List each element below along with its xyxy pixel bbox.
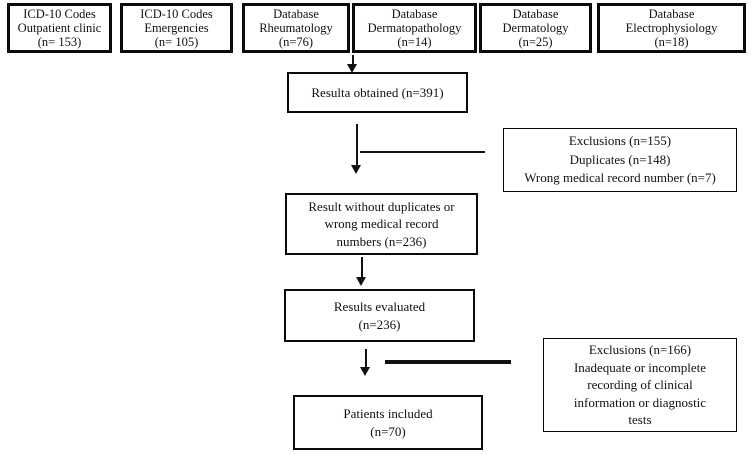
patients-included-box: Patients included (n=70) bbox=[293, 395, 483, 450]
down-arrowhead-icon bbox=[356, 277, 366, 286]
branch-line-to-exclusions-2 bbox=[385, 360, 511, 364]
branch-line-to-exclusions-1 bbox=[360, 151, 485, 153]
down-arrowhead-icon bbox=[347, 64, 357, 73]
source-box-outpatient: ICD-10 Codes Outpatient clinic (n= 153) bbox=[7, 3, 112, 53]
down-arrowhead-icon bbox=[351, 165, 361, 174]
source-box-emergencies: ICD-10 Codes Emergencies (n= 105) bbox=[120, 3, 233, 53]
arrow-results-to-deduplicated-line bbox=[356, 124, 358, 166]
results-obtained-box: Resulta obtained (n=391) bbox=[287, 72, 468, 113]
arrow-sources-to-results-line bbox=[352, 55, 354, 66]
results-evaluated-box: Results evaluated (n=236) bbox=[284, 289, 475, 342]
source-box-dermatopathology: Database Dermatopathology (n=14) bbox=[352, 3, 477, 53]
arrow-evaluated-to-included-line bbox=[365, 349, 367, 368]
source-box-dermatology: Database Dermatology (n=25) bbox=[479, 3, 592, 53]
source-box-rheumatology: Database Rheumatology (n=76) bbox=[242, 3, 350, 53]
source-box-electrophysiology: Database Electrophysiology (n=18) bbox=[597, 3, 746, 53]
down-arrowhead-icon bbox=[360, 367, 370, 376]
arrow-deduplicated-to-evaluated-line bbox=[361, 257, 363, 278]
exclusions-duplicates-box: Exclusions (n=155) Duplicates (n=148) Wr… bbox=[503, 128, 737, 192]
results-without-duplicates-box: Result without duplicates or wrong medic… bbox=[285, 193, 478, 255]
exclusions-incomplete-box: Exclusions (n=166) Inadequate or incompl… bbox=[543, 338, 737, 432]
